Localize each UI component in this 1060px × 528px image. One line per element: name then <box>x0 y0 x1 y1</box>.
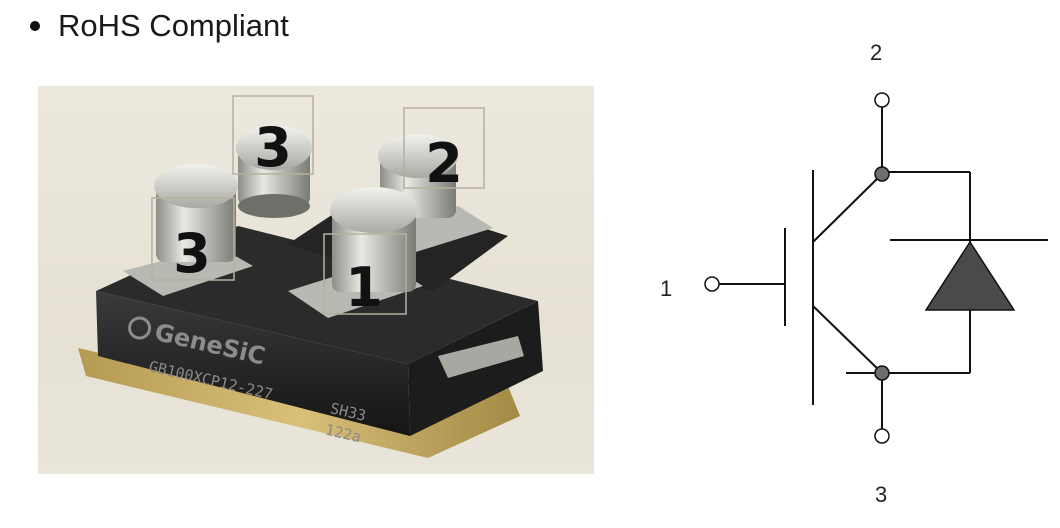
bullet-dot <box>30 21 40 31</box>
screw-terminal-3-back <box>236 126 312 218</box>
gate-terminal-icon <box>704 276 720 292</box>
mounting-slot <box>438 336 524 378</box>
terminal-label-3-front: 3 <box>173 222 211 285</box>
label-box-1 <box>323 233 407 315</box>
label-box-2 <box>403 107 485 189</box>
diode-triangle <box>924 240 1016 311</box>
terminal-label-2: 2 <box>425 132 463 195</box>
collector-node-dot <box>874 166 890 182</box>
emitter-terminal-icon <box>874 428 890 444</box>
screw-terminal-3-front <box>154 164 238 262</box>
label-box-3-back <box>232 95 314 175</box>
brand-logo-icon <box>128 316 152 340</box>
screw-terminal-1 <box>330 187 418 292</box>
pin-label-collector: 2 <box>870 40 883 65</box>
emitter-node-dot <box>874 365 890 381</box>
terminal-label-1: 1 <box>345 256 383 319</box>
pin-label-gate: 1 <box>660 276 673 301</box>
module-illustration: 3 2 3 1 GeneSiC GB100XCP12-227 SH33 122a <box>78 95 543 458</box>
collector-leg <box>812 173 883 243</box>
bullet-item: RoHS Compliant <box>30 6 289 46</box>
collector-terminal-icon <box>874 92 890 108</box>
module-front-face <box>96 291 410 436</box>
label-box-3-front <box>151 197 235 281</box>
schematic-drawing <box>704 92 1048 444</box>
pin-label-emitter: 3 <box>875 482 888 507</box>
terminal-label-3-back: 3 <box>254 116 292 179</box>
emitter-leg <box>812 305 883 374</box>
igbt-schematic: 1 2 3 <box>620 30 1060 525</box>
bullet-text: RoHS Compliant <box>58 8 289 43</box>
product-photo: 3 2 3 1 GeneSiC GB100XCP12-227 SH33 122a <box>38 86 594 474</box>
